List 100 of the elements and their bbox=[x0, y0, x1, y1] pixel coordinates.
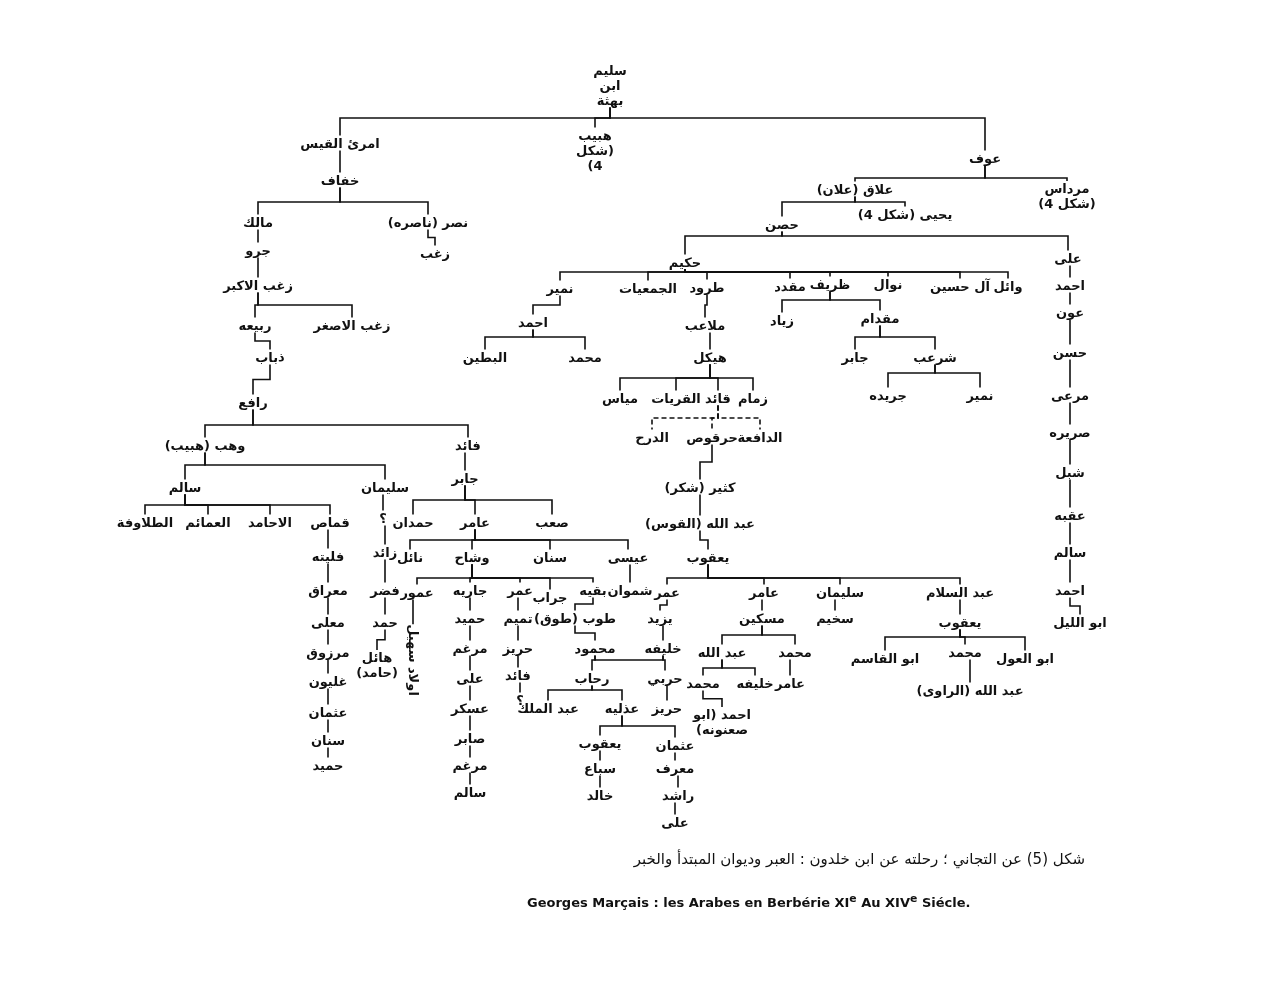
name-label: قماص bbox=[310, 514, 350, 530]
tree-connector bbox=[621, 714, 676, 739]
name-label: جريده bbox=[869, 387, 907, 403]
name-label: حكيم bbox=[668, 254, 702, 270]
tree-connector bbox=[517, 654, 519, 669]
name-label: خليفه bbox=[644, 640, 682, 656]
name-label: صعب bbox=[535, 514, 569, 530]
tree-connector bbox=[721, 658, 756, 677]
name-label: صريره bbox=[1049, 424, 1091, 440]
name-label: على bbox=[456, 670, 484, 686]
name-label: وائل bbox=[993, 278, 1023, 294]
name-label: الجمعيات bbox=[619, 280, 677, 296]
name-label: نمير bbox=[546, 280, 574, 296]
name-label: حميد bbox=[454, 610, 486, 626]
tree-connector bbox=[674, 801, 676, 816]
name-label: زغب الاصغر bbox=[313, 317, 391, 333]
tree-connector bbox=[1069, 558, 1071, 584]
tree-connector bbox=[257, 256, 259, 279]
tree-connector bbox=[651, 404, 719, 431]
tree-connector bbox=[984, 164, 1068, 182]
tree-connector bbox=[254, 331, 271, 351]
tree-connector bbox=[781, 230, 1069, 252]
name-label: الدافعة bbox=[737, 429, 783, 445]
name-label: صابر bbox=[454, 730, 486, 746]
name-label: سليم ابن بهثة bbox=[589, 62, 631, 108]
tree-connector bbox=[464, 484, 553, 516]
tree-connector bbox=[1069, 401, 1071, 426]
name-label: محمود bbox=[574, 640, 616, 656]
name-label: آل حسين bbox=[930, 278, 990, 294]
tree-connector bbox=[699, 443, 713, 481]
tree-connector bbox=[382, 493, 384, 512]
name-label: فائد bbox=[455, 437, 481, 453]
name-label: احمد bbox=[517, 314, 549, 330]
tree-connector bbox=[1069, 358, 1071, 389]
tree-connector bbox=[327, 562, 329, 584]
name-label: احمد bbox=[1054, 582, 1086, 598]
name-label: سنان bbox=[310, 732, 346, 748]
tree-connector bbox=[1069, 291, 1071, 306]
name-label: بقيه bbox=[579, 582, 607, 598]
tree-connector bbox=[707, 563, 961, 586]
name-label: ابو القاسم bbox=[850, 650, 920, 666]
name-label: طرود bbox=[689, 279, 725, 295]
name-label: عسكر bbox=[451, 700, 489, 716]
name-label: الاحامد bbox=[248, 514, 292, 530]
name-label: رافع bbox=[238, 394, 268, 410]
name-label: حصن bbox=[765, 216, 799, 232]
name-label: محمد bbox=[948, 644, 982, 660]
tree-connector bbox=[761, 624, 796, 646]
name-label: عمر bbox=[654, 584, 680, 600]
name-label: يعقوب bbox=[578, 735, 622, 751]
tree-connector bbox=[384, 596, 386, 616]
tree-connector bbox=[834, 598, 836, 612]
tree-connector bbox=[469, 654, 471, 672]
name-label: محمد bbox=[568, 349, 602, 365]
name-label: شرعب bbox=[913, 349, 957, 365]
name-label: على bbox=[661, 814, 689, 830]
name-label: مياس bbox=[601, 390, 639, 406]
tree-connector bbox=[677, 774, 679, 789]
name-label: عثمان bbox=[655, 737, 695, 753]
tree-connector bbox=[384, 524, 386, 546]
tree-connector bbox=[934, 363, 981, 389]
name-label: سالم bbox=[1053, 544, 1087, 560]
tree-connector bbox=[591, 654, 596, 672]
tree-connector bbox=[339, 186, 429, 216]
tree-connector bbox=[327, 687, 329, 706]
tree-connector bbox=[469, 771, 471, 786]
tree-connector bbox=[517, 624, 519, 642]
tree-connector bbox=[761, 598, 763, 612]
tree-connector bbox=[969, 658, 971, 684]
tree-connector bbox=[1069, 318, 1071, 346]
name-label: مالك bbox=[243, 214, 273, 230]
tree-connector bbox=[469, 596, 471, 612]
tree-connector bbox=[384, 558, 386, 584]
tree-connector bbox=[469, 714, 471, 732]
name-label: نمير bbox=[966, 387, 994, 403]
tree-connector bbox=[1069, 478, 1071, 509]
name-label: سليمان bbox=[815, 584, 865, 600]
name-label: جراب bbox=[532, 589, 568, 605]
name-label: مسكين bbox=[739, 610, 785, 626]
tree-connector bbox=[599, 774, 601, 789]
name-label: طوب (طوق) bbox=[534, 610, 616, 626]
name-label: ذباب bbox=[255, 349, 285, 365]
name-label: جابر bbox=[841, 349, 869, 365]
name-label: ابو الليل bbox=[1053, 614, 1107, 630]
tree-connector bbox=[854, 195, 906, 208]
name-label: حرقوص bbox=[686, 429, 738, 445]
name-label: زياد bbox=[770, 312, 794, 328]
name-label: مرزوق bbox=[306, 644, 350, 660]
tree-connector bbox=[699, 493, 701, 517]
name-label: معراق bbox=[308, 582, 348, 598]
name-label: وشاح bbox=[454, 549, 490, 565]
tree-connector bbox=[659, 598, 668, 612]
tree-connector bbox=[699, 529, 709, 551]
name-label: عثمان bbox=[308, 704, 348, 720]
tree-connector bbox=[327, 718, 329, 734]
name-label: تميم bbox=[503, 610, 533, 626]
name-label: يحيى (شكل 4) bbox=[857, 206, 953, 222]
tree-connector bbox=[684, 268, 708, 281]
name-label: هيكل bbox=[693, 349, 727, 365]
tree-connector bbox=[702, 689, 723, 708]
